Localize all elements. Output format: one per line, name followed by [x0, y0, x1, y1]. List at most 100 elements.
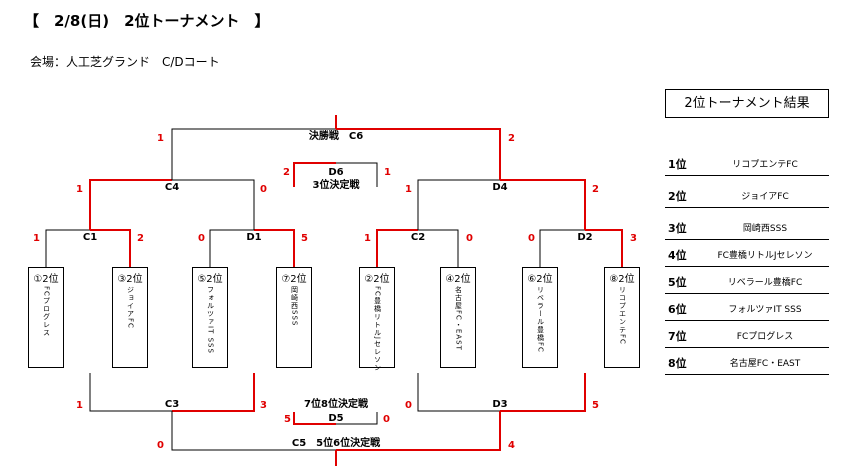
score-c1-right: 2 — [137, 233, 144, 244]
bracket-line — [336, 162, 378, 187]
team-name: 岡崎西SSS — [290, 286, 299, 327]
score-c2-right: 0 — [466, 233, 473, 244]
team-name: リベラール豊橋FC — [536, 286, 545, 353]
team-seed: ⑥2位 — [527, 274, 553, 285]
bracket-line — [171, 411, 336, 451]
bracket-line — [293, 162, 336, 187]
score-d1-right: 5 — [301, 233, 308, 244]
result-team: フォルツァIT SSS — [728, 305, 802, 315]
result-team: 名古屋FC・EAST — [729, 359, 801, 369]
team-seed: ⑤2位 — [197, 274, 223, 285]
bracket-line — [376, 229, 418, 267]
result-row: 6位 フォルツァIT SSS — [665, 294, 829, 321]
result-rank: 6位 — [668, 303, 687, 316]
team-name: ジョイアFC — [126, 286, 135, 329]
match-d3-label: D3 — [492, 399, 508, 410]
team-seed: ⑧2位 — [609, 274, 635, 285]
result-team: FCプログレス — [736, 332, 794, 342]
team-seed: ⑦2位 — [281, 274, 307, 285]
bracket-line — [45, 229, 90, 267]
result-rank: 4位 — [668, 249, 687, 262]
result-row: 2位 ジョイアFC — [665, 181, 829, 208]
page-title: 【 2/8(日) 2位トーナメント 】 — [24, 12, 270, 30]
score-final-left: 1 — [157, 133, 164, 144]
match-c3-label: C3 — [164, 399, 180, 410]
result-row: 5位 リベラール豊橋FC — [665, 267, 829, 294]
match-d5-label: D5 — [328, 413, 344, 424]
score-d5-left: 5 — [284, 414, 291, 425]
result-row: 8位 名古屋FC・EAST — [665, 348, 829, 375]
score-c1-left: 1 — [33, 233, 40, 244]
bracket-line — [172, 179, 255, 230]
bracket-line — [89, 179, 172, 230]
bracket-line — [90, 229, 131, 267]
team-box: ①2位 FCプログレス — [28, 267, 64, 368]
score-c3-right: 3 — [260, 400, 267, 411]
result-rank: 2位 — [668, 190, 687, 203]
match-d6-label: D6 — [328, 167, 344, 178]
result-team: ジョイアFC — [741, 192, 789, 202]
match-d6-sublabel: 3位決定戦 — [312, 180, 360, 191]
score-c3-left: 1 — [76, 400, 83, 411]
team-seed: ④2位 — [445, 274, 471, 285]
score-d5-right: 0 — [383, 414, 390, 425]
bracket-line — [293, 412, 336, 425]
bracket-line — [336, 128, 501, 180]
score-c4-right: 0 — [260, 184, 267, 195]
score-d3-left: 0 — [405, 400, 412, 411]
results-title: 2位トーナメント結果 — [665, 89, 829, 118]
score-c4-left: 1 — [76, 184, 83, 195]
result-rank: 3位 — [668, 222, 687, 235]
bracket-line — [209, 229, 254, 267]
score-c5-left: 0 — [157, 440, 164, 451]
score-d6-left: 2 — [283, 167, 290, 178]
result-row: 3位 岡崎西SSS — [665, 213, 829, 240]
bracket-line — [172, 373, 255, 412]
team-name: 名古屋FC・EAST — [454, 286, 463, 351]
score-d1-left: 0 — [198, 233, 205, 244]
result-row: 1位 リコプエンテFC — [665, 149, 829, 176]
score-c2-left: 1 — [364, 233, 371, 244]
bracket-line — [89, 373, 172, 412]
result-rank: 1位 — [668, 158, 687, 171]
score-d4-left: 1 — [405, 184, 412, 195]
match-d1-label: D1 — [246, 232, 262, 243]
team-box: ④2位 名古屋FC・EAST — [440, 267, 476, 368]
bracket-line — [418, 229, 459, 267]
result-row: 4位 FC豊橋リトルJセレソン — [665, 240, 829, 267]
match-final-label: 決勝戦 C6 — [308, 131, 364, 142]
team-name: FCプログレス — [42, 286, 51, 337]
team-box: ②2位 FC豊橋リトルJセレソン — [359, 267, 395, 372]
bracket-line — [254, 229, 295, 267]
match-c2-label: C2 — [410, 232, 426, 243]
bracket-line — [417, 373, 500, 412]
score-final-right: 2 — [508, 133, 515, 144]
result-team: 岡崎西SSS — [742, 224, 788, 234]
score-d2-left: 0 — [528, 233, 535, 244]
team-box: ⑤2位 フォルツァIT SSS — [192, 267, 228, 368]
score-d2-right: 3 — [630, 233, 637, 244]
venue-label: 会場：人工芝グランド C/Dコート — [30, 55, 220, 69]
result-row: 7位 FCプログレス — [665, 321, 829, 348]
team-box: ⑧2位 リコプエンテFC — [604, 267, 640, 368]
bracket-line — [500, 179, 586, 230]
bracket-line — [500, 373, 586, 412]
result-rank: 5位 — [668, 276, 687, 289]
match-d4-label: D4 — [492, 182, 508, 193]
result-team: リベラール豊橋FC — [727, 278, 803, 288]
team-box: ③2位 ジョイアFC — [112, 267, 148, 368]
match-d5-sublabel: 7位8位決定戦 — [304, 399, 368, 410]
bracket-line — [171, 128, 336, 180]
bracket-line — [539, 229, 585, 267]
team-seed: ②2位 — [364, 274, 390, 285]
team-name: リコプエンテFC — [618, 286, 627, 345]
result-team: リコプエンテFC — [732, 160, 798, 170]
match-c1-label: C1 — [82, 232, 98, 243]
bracket-line — [336, 411, 501, 451]
team-seed: ③2位 — [117, 274, 143, 285]
score-d4-right: 2 — [592, 184, 599, 195]
bracket-line — [585, 229, 623, 267]
bracket-line — [336, 412, 378, 425]
score-d6-right: 1 — [384, 167, 391, 178]
score-d3-right: 5 — [592, 400, 599, 411]
